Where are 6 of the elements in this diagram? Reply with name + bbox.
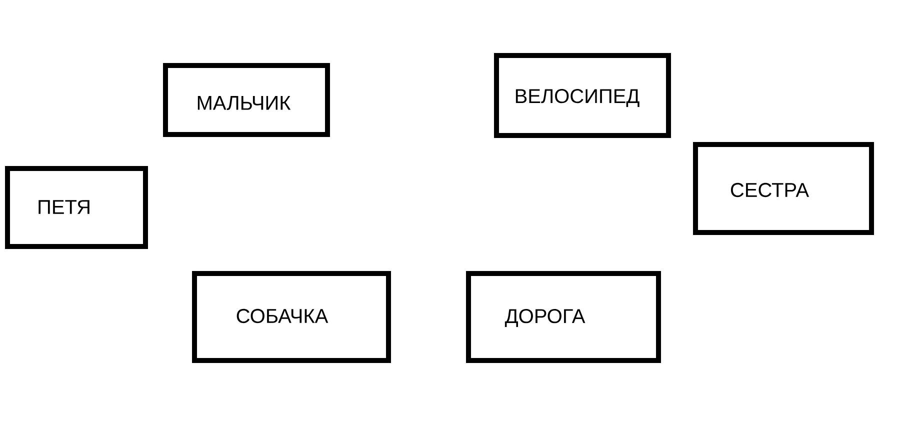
word-box: ДОРОГА — [466, 271, 661, 363]
word-box: СЕСТРА — [693, 142, 874, 235]
word-box: ВЕЛОСИПЕД — [494, 53, 671, 138]
word-box: МАЛЬЧИК — [163, 63, 330, 137]
word-box: СОБАЧКА — [192, 271, 391, 363]
word-box: ПЕТЯ — [5, 166, 148, 249]
